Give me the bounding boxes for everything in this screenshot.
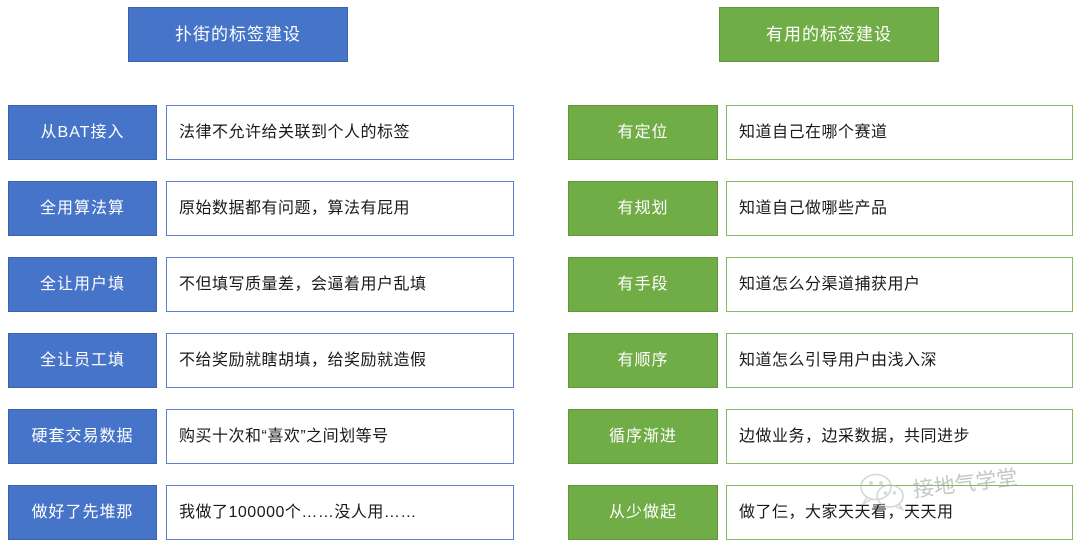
row-desc: 知道怎么引导用户由浅入深 bbox=[726, 333, 1073, 388]
row-desc: 知道自己在哪个赛道 bbox=[726, 105, 1073, 160]
column-header-bad: 扑街的标签建设 bbox=[128, 7, 348, 62]
row-desc: 我做了100000个……没人用…… bbox=[166, 485, 514, 540]
row-tag: 全让用户填 bbox=[8, 257, 157, 312]
row-desc: 购买十次和“喜欢”之间划等号 bbox=[166, 409, 514, 464]
row-tag: 有手段 bbox=[568, 257, 718, 312]
row-desc: 不但填写质量差，会逼着用户乱填 bbox=[166, 257, 514, 312]
row-desc: 原始数据都有问题，算法有屁用 bbox=[166, 181, 514, 236]
row-tag: 从BAT接入 bbox=[8, 105, 157, 160]
row-desc: 做了仨，大家天天看，天天用 bbox=[726, 485, 1073, 540]
row-desc: 知道自己做哪些产品 bbox=[726, 181, 1073, 236]
row-desc: 法律不允许给关联到个人的标签 bbox=[166, 105, 514, 160]
row-tag: 有定位 bbox=[568, 105, 718, 160]
row-tag: 做好了先堆那 bbox=[8, 485, 157, 540]
column-header-good: 有用的标签建设 bbox=[719, 7, 939, 62]
row-tag: 有顺序 bbox=[568, 333, 718, 388]
row-desc: 不给奖励就瞎胡填，给奖励就造假 bbox=[166, 333, 514, 388]
row-tag: 全用算法算 bbox=[8, 181, 157, 236]
row-tag: 从少做起 bbox=[568, 485, 718, 540]
row-tag: 循序渐进 bbox=[568, 409, 718, 464]
row-desc: 知道怎么分渠道捕获用户 bbox=[726, 257, 1073, 312]
row-desc: 边做业务，边采数据，共同进步 bbox=[726, 409, 1073, 464]
row-tag: 全让员工填 bbox=[8, 333, 157, 388]
row-tag: 有规划 bbox=[568, 181, 718, 236]
row-tag: 硬套交易数据 bbox=[8, 409, 157, 464]
